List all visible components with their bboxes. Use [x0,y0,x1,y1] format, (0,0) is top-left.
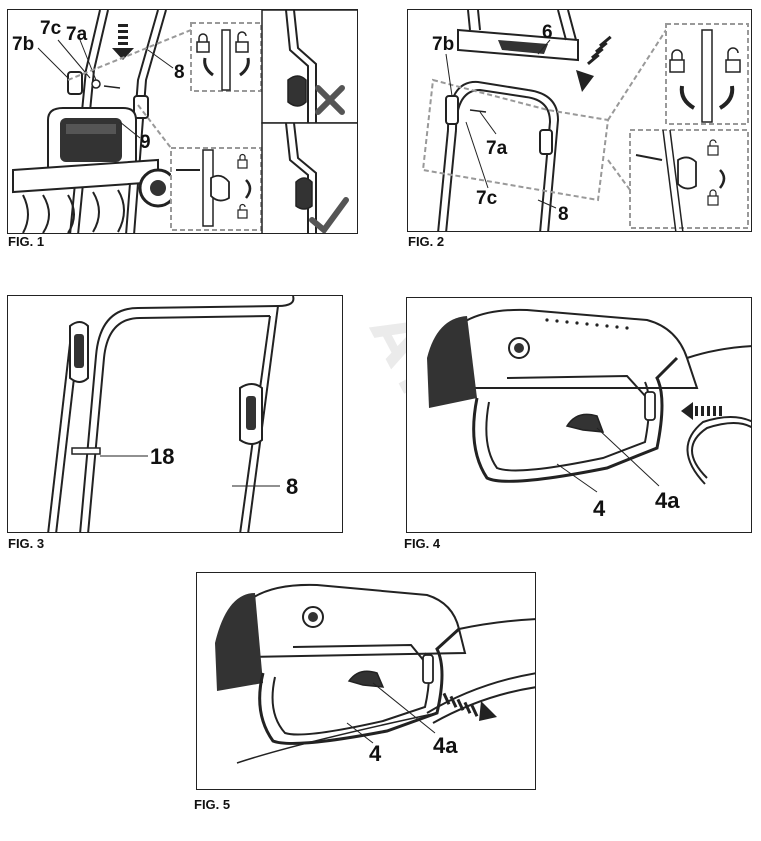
lock-closed-icon [196,33,210,53]
figure-2-label: FIG. 2 [408,234,445,249]
figure-3-drawing: 18 8 [47,296,298,532]
push-arrow-icon [442,692,497,721]
figure-5-label: FIG. 5 [194,797,231,812]
callout-7c: 7c [40,18,62,39]
figure-4-drawing: 4a 4 [427,308,751,521]
callout-4: 4 [369,741,382,766]
callout-4a: 4a [433,733,458,758]
callout-8: 8 [558,204,569,225]
figure-4-panel: 4a 4 [406,297,752,533]
callout-7a: 7a [66,24,88,45]
callout-8: 8 [174,62,185,83]
callout-8: 8 [286,474,298,499]
lock-open-icon [235,31,249,53]
figure-2-panel: 7b 6 7a 7c 8 [407,9,752,232]
figure-3-label: FIG. 3 [8,536,45,551]
figure-1-panel: 7b 7c 7a 8 9 [7,9,358,234]
push-arrow-icon [576,35,612,92]
figure-4-label: FIG. 4 [404,536,441,551]
push-arrow-icon [681,402,722,420]
callout-7a: 7a [486,138,508,159]
incorrect-cross-icon [315,85,345,115]
callout-4: 4 [593,496,606,521]
figure-1-label: FIG. 1 [8,234,45,249]
callout-7c: 7c [476,188,498,209]
rotate-arrow-icon [203,57,250,77]
callout-9: 9 [140,132,151,153]
figure-2-drawing: 7b 6 7a 7c 8 [421,10,749,231]
callout-6: 6 [542,22,553,43]
figure-5-panel: 4a 4 [196,572,536,790]
figure-1-drawing: 7b 7c 7a 8 9 [12,10,357,233]
callout-7b: 7b [432,34,454,55]
correct-check-icon [309,197,349,233]
push-arrow-icon [112,24,134,60]
callout-18: 18 [150,444,174,469]
figure-3-panel: 18 8 [7,295,343,533]
figure-5-drawing: 4a 4 [215,583,535,766]
callout-7b: 7b [12,34,34,55]
callout-4a: 4a [655,488,680,513]
